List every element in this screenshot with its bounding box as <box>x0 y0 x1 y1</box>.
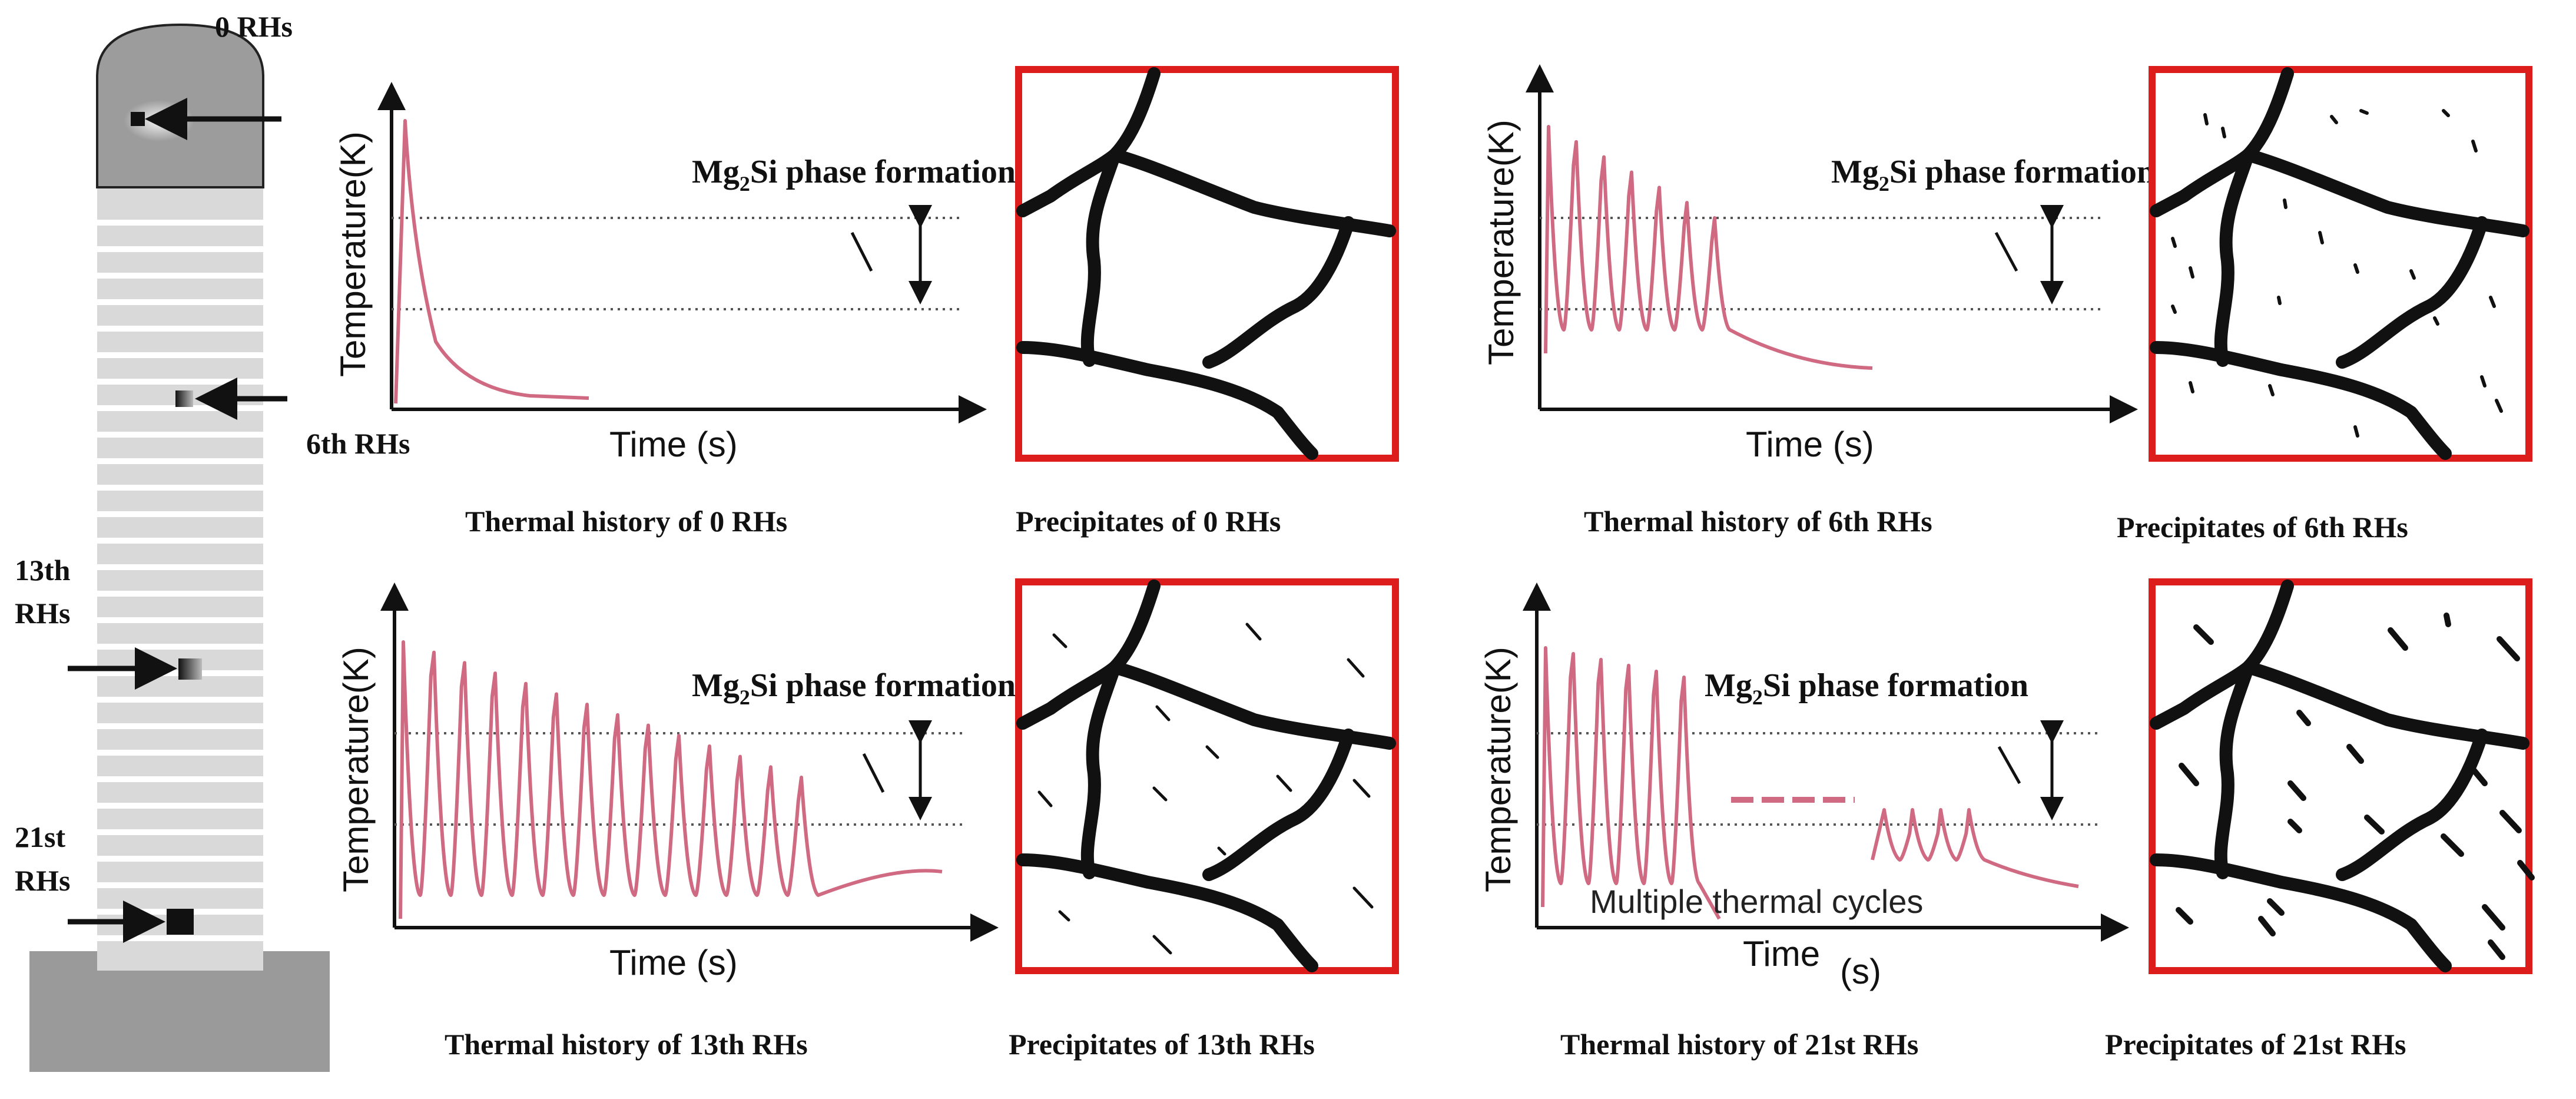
multiple-cycles-note: Multiple thermal cycles <box>1590 883 1923 920</box>
precipitates-box-0 <box>1015 66 1399 462</box>
thermal-plot-21: Mg2Si phase formation Multiple thermal c… <box>1478 582 2129 991</box>
thermal-plot-6: Mg2Si phase formation Temperature(K) Tim… <box>1481 64 2155 464</box>
phase-label: Mg2Si phase formation <box>692 154 1016 196</box>
y-axis-label: Temperature(K) <box>336 647 376 892</box>
thermal-caption: Thermal history of 0 RHs <box>465 505 787 538</box>
precipitates-caption: Precipitates of 21st RHs <box>2105 1028 2406 1061</box>
probe-13 <box>178 658 202 680</box>
leader-line <box>850 231 873 272</box>
label-6th-rhs: 6th RHs <box>306 427 410 460</box>
x-axis-label: Time <box>1743 934 1820 974</box>
panel-21st-rhs: Mg2Si phase formation Multiple thermal c… <box>1478 578 2535 1061</box>
label-13th-rhs: RHs <box>15 597 70 630</box>
thermal-caption: Thermal history of 21st RHs <box>1560 1028 1918 1061</box>
label-13th: 13th <box>15 554 71 587</box>
leader-line <box>862 753 885 793</box>
label-21st-rhs: RHs <box>15 864 70 897</box>
x-axis-label: Time (s) <box>609 943 738 982</box>
grain-boundaries <box>2150 67 2529 460</box>
phase-label: Mg2Si phase formation <box>692 667 1016 709</box>
probe-0 <box>131 112 145 126</box>
wall-schematic: 0 RHs 6th RHs 13th RHs 21st RHs <box>15 10 410 1072</box>
precipitates-box-21 <box>2149 578 2535 974</box>
panel-6th-rhs: Mg2Si phase formation Temperature(K) Tim… <box>1481 64 2532 544</box>
phase-label: Mg2Si phase formation <box>1705 667 2028 709</box>
x-axis-label: Time (s) <box>1746 425 1874 464</box>
thermal-curve <box>394 119 589 404</box>
x-axis-label: Time (s) <box>609 425 738 464</box>
probe-21 <box>167 909 194 935</box>
grain-boundaries <box>1016 580 1396 972</box>
precipitates-caption: Precipitates of 13th RHs <box>1009 1028 1315 1061</box>
thermal-plot-13: Mg2Si phase formation Temperature(K) Tim… <box>336 582 1016 982</box>
precipitates-caption: Precipitates of 0 RHs <box>1016 505 1281 538</box>
label-0-rhs: 0 RHs <box>215 10 293 43</box>
leader-line <box>1997 746 2021 784</box>
thermal-caption: Thermal history of 13th RHs <box>445 1028 808 1061</box>
thermal-plot-0: Mg2Si phase formation Temperature(K) Tim… <box>333 82 1016 464</box>
thermal-curve <box>1544 125 1873 370</box>
label-21st: 21st <box>15 820 65 853</box>
x-axis-unit: (s) <box>1840 952 1881 991</box>
phase-label: Mg2Si phase formation <box>1831 154 2155 196</box>
precipitates-box-6 <box>2149 66 2532 462</box>
deposited-wall <box>97 187 263 971</box>
y-axis-label: Temperature(K) <box>1478 647 1518 892</box>
probe-6 <box>175 390 193 407</box>
precipitates <box>2176 613 2535 960</box>
thermal-curve <box>399 640 943 919</box>
precipitates-box-13 <box>1015 578 1399 974</box>
panel-0-rhs: Mg2Si phase formation Temperature(K) Tim… <box>333 66 1399 538</box>
precipitates <box>1037 623 1374 955</box>
thermal-caption: Thermal history of 6th RHs <box>1584 505 1932 538</box>
precipitates <box>2171 109 2503 438</box>
grain-boundaries <box>1016 67 1396 460</box>
precipitates-caption: Precipitates of 6th RHs <box>2117 511 2408 544</box>
leader-line <box>1994 231 2018 272</box>
panel-13th-rhs: Mg2Si phase formation Temperature(K) Tim… <box>336 578 1399 1061</box>
substrate <box>29 951 330 1072</box>
y-axis-label: Temperature(K) <box>1481 120 1521 365</box>
y-axis-label: Temperature(K) <box>333 131 373 377</box>
thermal-curve <box>1541 646 2079 920</box>
